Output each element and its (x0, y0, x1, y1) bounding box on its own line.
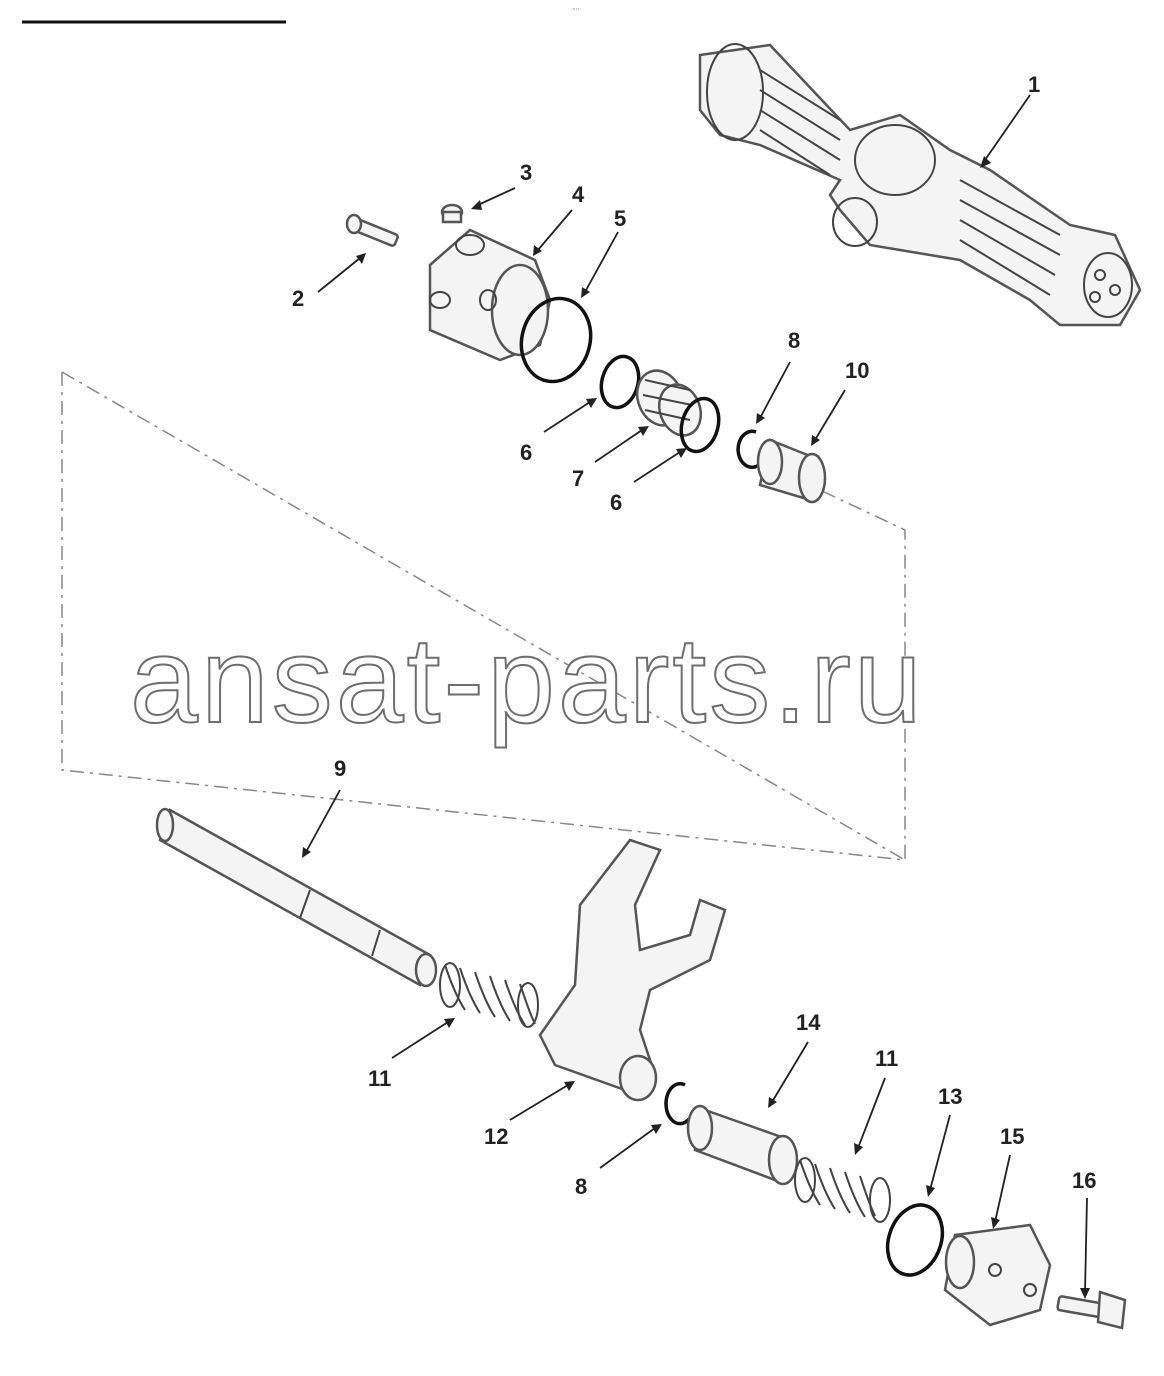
snap-ring-part-8a (736, 429, 764, 470)
callout-5: 5 (614, 206, 626, 231)
plug-part-3 (440, 203, 464, 224)
bolt-part-2 (345, 213, 399, 247)
watermark-text: ansat-parts.ru (130, 612, 925, 748)
callout-1: 1 (1028, 72, 1040, 97)
callout-15: 15 (1000, 1124, 1024, 1149)
callout-3: 3 (520, 160, 532, 185)
axle-housing-part (698, 43, 1142, 327)
callout-6a: 6 (520, 440, 532, 465)
callout-10: 10 (845, 358, 869, 383)
spring-part-11b (794, 1157, 891, 1223)
callout-4: 4 (572, 182, 585, 207)
assembly-guide-line (61, 372, 906, 861)
callout-2: 2 (292, 286, 304, 311)
shift-fork-part-12 (538, 838, 727, 1102)
callout-labels: 1 2 3 4 5 6 7 6 8 10 9 11 12 14 11 8 13 … (292, 72, 1096, 1199)
cylinder-housing-part-4 (428, 228, 552, 362)
o-ring-part-6b (679, 396, 721, 454)
o-ring-part-5 (519, 296, 593, 384)
snap-ring-part-8b (664, 1081, 691, 1126)
callout-14: 14 (796, 1010, 821, 1035)
spring-part-11a (439, 962, 539, 1028)
bolt-part-16 (1056, 1290, 1127, 1330)
sleeve-part-10 (756, 438, 827, 504)
callout-11b: 11 (875, 1046, 898, 1071)
piston-part-7 (635, 369, 703, 437)
callout-7: 7 (572, 466, 584, 491)
callout-6b: 6 (610, 490, 622, 515)
o-ring-part-6a (599, 354, 641, 410)
sleeve-part-14 (686, 1104, 799, 1186)
callout-11a: 11 (368, 1066, 391, 1091)
callout-12: 12 (484, 1124, 508, 1149)
header-scribble: "" (572, 7, 579, 16)
callout-13: 13 (938, 1084, 962, 1109)
callout-8b: 8 (575, 1174, 587, 1199)
end-cap-part-15 (943, 1223, 1052, 1327)
callout-9: 9 (334, 756, 346, 781)
shaft-part-9 (155, 807, 438, 988)
o-ring-part-13 (885, 1203, 945, 1277)
callout-16: 16 (1072, 1168, 1096, 1193)
callout-8a: 8 (788, 328, 800, 353)
leader-lines (302, 94, 1090, 1299)
